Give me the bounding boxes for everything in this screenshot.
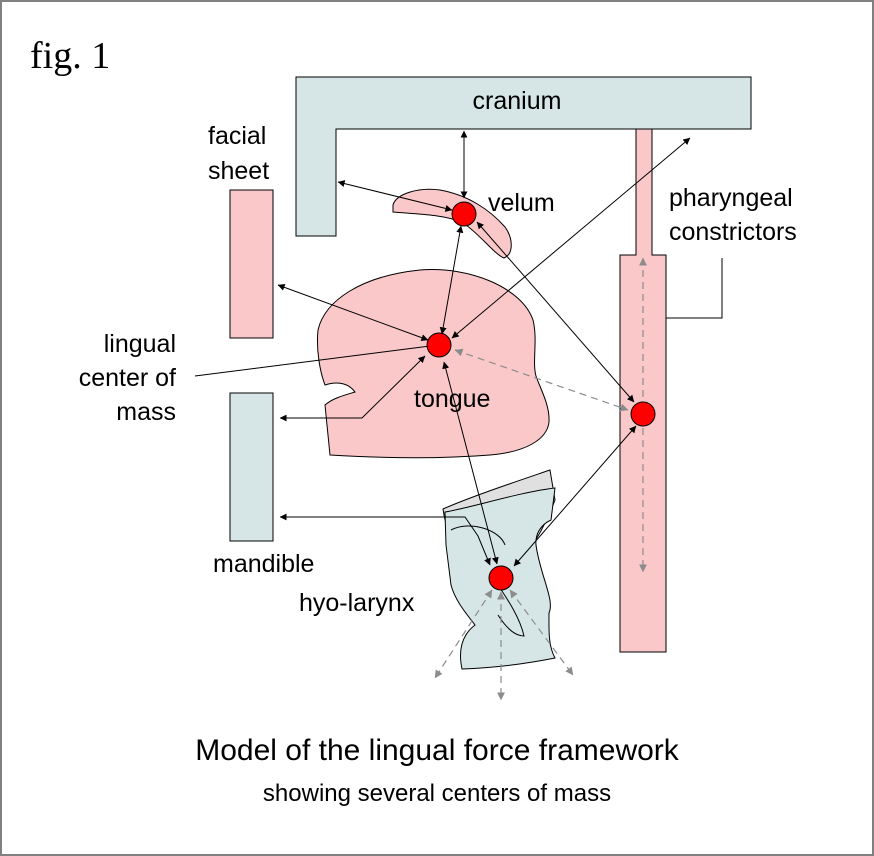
figure-subtitle: showing several centers of mass [263, 780, 611, 807]
lingual-label-line1: lingual [104, 330, 176, 358]
cranium-label: cranium [473, 87, 562, 115]
facial-sheet-label-line2: sheet [208, 157, 269, 185]
mandible-label: mandible [213, 550, 314, 578]
hyo-larynx-label: hyo-larynx [299, 589, 415, 617]
tongue-shape [317, 269, 550, 459]
figure-title: Model of the lingual force framework [195, 734, 680, 767]
force-arrows [277, 130, 691, 567]
velum-label: velum [488, 189, 555, 217]
figure-label: fig. 1 [30, 35, 110, 77]
larynx-left-dashed-arrow [434, 589, 493, 679]
facial-sheet-label-line1: facial [208, 122, 266, 150]
lingual-center-of-mass [426, 332, 452, 358]
lingual-label-line3: mass [116, 398, 176, 426]
cranium-velum-side-arrow [337, 180, 453, 212]
tongue-label: tongue [414, 385, 490, 413]
dashed-force-arrows [434, 257, 647, 701]
pharyngeal-label-line1: pharyngeal [669, 184, 793, 212]
facial-sheet-tongue-arrow [277, 284, 429, 341]
mandible-larynx-arrow [279, 513, 491, 566]
lingual-label-line2: center of [79, 364, 176, 392]
cranium-shape [295, 76, 752, 237]
larynx-pharynx-arrow [513, 425, 637, 567]
tongue-pharynx-dashed-arrow [454, 348, 629, 412]
larynx-right-dashed-arrow [509, 589, 574, 676]
pharyngeal-label-line2: constrictors [669, 218, 797, 246]
hyo-larynx-center-of-mass [488, 565, 514, 591]
tongue-cranium-arrow [451, 137, 691, 339]
velum-center-of-mass [451, 201, 477, 227]
facial-sheet-shape [229, 189, 274, 339]
mandible-tongue-arrow [279, 355, 426, 422]
mandible-shape [229, 392, 274, 542]
pharyngeal-center-of-mass [630, 401, 656, 427]
